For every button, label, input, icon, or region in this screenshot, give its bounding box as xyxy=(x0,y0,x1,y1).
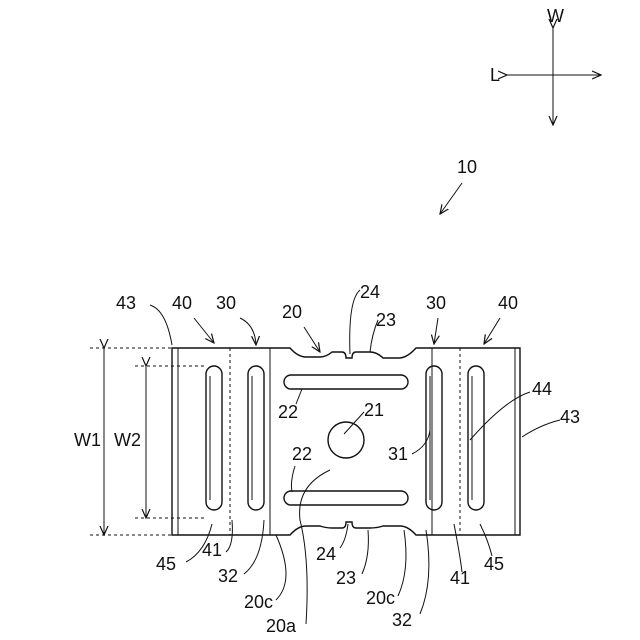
slot-22-top xyxy=(284,375,408,389)
leader-31 xyxy=(412,430,430,454)
leader-43-right xyxy=(522,420,560,437)
label-44: 44 xyxy=(532,379,552,399)
label-20c-left: 20c xyxy=(244,592,273,612)
label-40-right: 40 xyxy=(498,293,518,313)
center-hole-21 xyxy=(328,422,364,458)
label-24-bottom: 24 xyxy=(316,544,336,564)
l-axis-label: L xyxy=(490,65,500,85)
leader-22-bottom xyxy=(291,466,295,492)
leader-40-right xyxy=(484,318,500,344)
label-32-left: 32 xyxy=(218,566,238,586)
label-w2: W2 xyxy=(114,430,141,450)
label-22-top: 22 xyxy=(278,402,298,422)
leader-32-right xyxy=(420,530,429,614)
leader-24-top xyxy=(350,290,360,354)
label-43-left: 43 xyxy=(116,293,136,313)
leader-32-left xyxy=(244,520,264,574)
leader-40-left xyxy=(194,318,214,343)
slot-inner-left xyxy=(248,366,264,510)
leader-20 xyxy=(304,327,320,352)
leader-30-left xyxy=(240,318,256,345)
label-41-left: 41 xyxy=(202,540,222,560)
label-w1: W1 xyxy=(74,430,101,450)
label-31: 31 xyxy=(388,444,408,464)
leader-20c-right xyxy=(398,530,406,596)
label-32-right: 32 xyxy=(392,610,412,630)
leader-41-left xyxy=(226,520,232,552)
leader-44 xyxy=(470,392,530,440)
label-21: 21 xyxy=(364,400,384,420)
label-20c-right: 20c xyxy=(366,588,395,608)
label-10: 10 xyxy=(457,157,477,177)
slot-outer-right xyxy=(468,366,484,510)
label-30-left: 30 xyxy=(216,293,236,313)
w-axis-label: W xyxy=(547,6,564,26)
label-30-right: 30 xyxy=(426,293,446,313)
label-41-right: 41 xyxy=(450,568,470,588)
label-23-top: 23 xyxy=(376,310,396,330)
label-23-bottom: 23 xyxy=(336,568,356,588)
direction-indicator: W L xyxy=(490,6,601,125)
label-45-right: 45 xyxy=(484,554,504,574)
label-24-top: 24 xyxy=(360,282,380,302)
leader-20c-left xyxy=(276,535,286,600)
label-45-left: 45 xyxy=(156,554,176,574)
leader-45-right xyxy=(480,524,492,556)
slot-22-bottom xyxy=(284,491,408,505)
leader-43-left xyxy=(150,305,172,345)
leader-10 xyxy=(440,183,462,214)
leader-30-right xyxy=(434,318,438,344)
leader-22-top xyxy=(296,389,302,404)
label-20: 20 xyxy=(282,302,302,322)
label-20a: 20a xyxy=(266,616,297,636)
label-40-left: 40 xyxy=(172,293,192,313)
leader-41-right xyxy=(454,524,462,572)
slot-outer-left xyxy=(206,366,222,510)
leader-23-bottom xyxy=(362,530,368,574)
label-22-bottom: 22 xyxy=(292,444,312,464)
label-43-right: 43 xyxy=(560,407,580,427)
